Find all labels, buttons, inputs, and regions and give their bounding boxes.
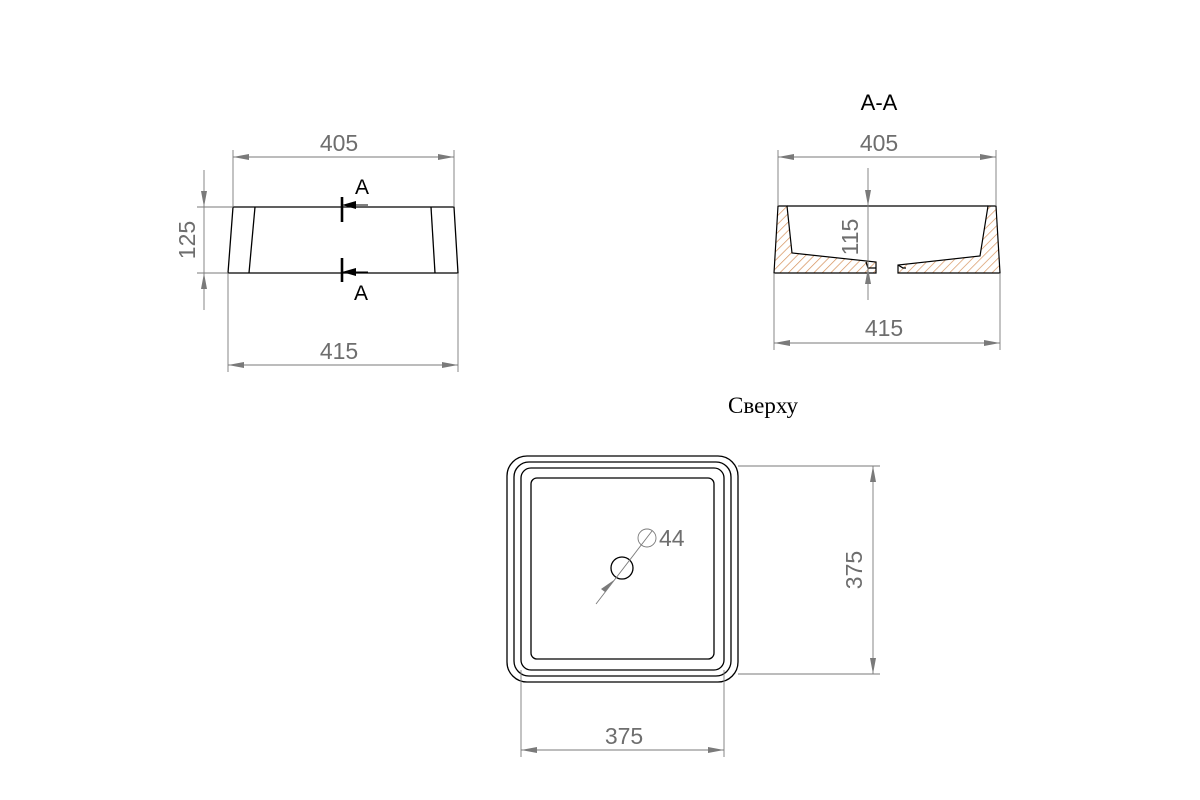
- front-inner-left-edge: [248, 206, 256, 274]
- section-mark-bottom: A: [354, 282, 368, 305]
- top-view-title: Сверху: [728, 393, 798, 418]
- dim-bottom-width: 415: [320, 338, 358, 364]
- section-dim-depth: 115: [837, 219, 863, 256]
- section-mark-top: A: [355, 176, 369, 199]
- top-dim-height: 375: [841, 551, 867, 589]
- section-right-wall: [897, 205, 1001, 274]
- front-view: A A 405 415 125: [174, 130, 459, 372]
- drain-leader: [595, 530, 653, 605]
- top-view: Сверху 44 375 375: [506, 393, 880, 757]
- section-dim-top-width: 405: [860, 130, 898, 156]
- section-title: A-A: [861, 90, 898, 115]
- section-view: A-A 405 415 115: [773, 90, 1001, 350]
- top-bowl: [530, 477, 715, 660]
- top-outer-rim: [506, 455, 739, 683]
- top-inner-rim: [520, 467, 725, 671]
- section-arrow-bottom: [342, 268, 356, 276]
- dim-top-width: 405: [320, 130, 358, 156]
- section-arrow-top: [342, 201, 356, 209]
- dim-height: 125: [174, 221, 200, 259]
- diameter-icon: [637, 528, 657, 548]
- front-inner-right-edge: [430, 206, 436, 274]
- dim-drain: 44: [659, 525, 685, 551]
- top-dim-width: 375: [605, 723, 643, 749]
- drain-hole: [610, 556, 634, 580]
- section-dim-bottom-width: 415: [865, 315, 903, 341]
- top-rim-edge: [513, 461, 732, 677]
